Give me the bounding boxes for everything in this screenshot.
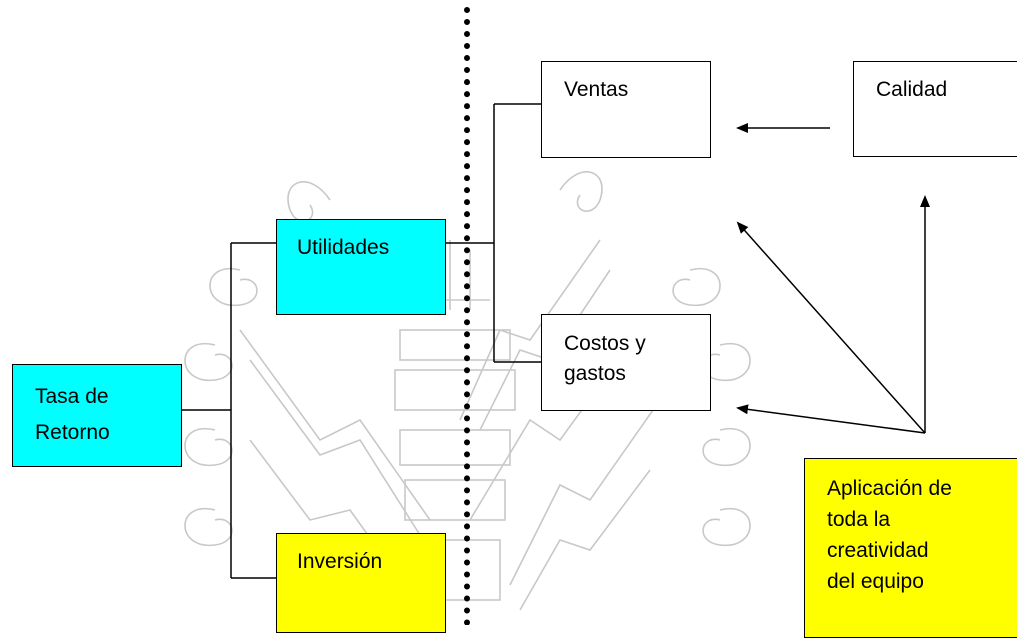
- watermark-spiral-right-lower: [702, 427, 751, 466]
- diagram-connectors: [182, 7, 930, 625]
- watermark-block-3: [399, 429, 511, 466]
- node-ventas: Ventas: [541, 61, 711, 158]
- watermark-stroke-2: [249, 359, 421, 536]
- node-label-costos: Costos y gastos: [564, 332, 646, 385]
- watermark-glyph-2: [559, 171, 603, 212]
- node-label-inversion: Inversión: [297, 550, 383, 573]
- watermark-spiral-left-bottom: [184, 507, 233, 546]
- node-aplicacion-creatividad: Aplicación de toda la creatividad del eq…: [804, 458, 1017, 638]
- node-tasa-de-retorno: Tasa de Retorno: [12, 364, 182, 467]
- node-utilidades: Utilidades: [276, 219, 446, 315]
- watermark-spiral-right-bottom: [702, 507, 751, 546]
- arrow-aplicacion-to-costos: [736, 404, 926, 434]
- watermark-stroke-1: [239, 329, 431, 521]
- watermark-block-4: [404, 479, 506, 521]
- node-label-aplicacion: Aplicación de toda la creatividad del eq…: [827, 477, 952, 593]
- node-label-ventas: Ventas: [564, 78, 629, 101]
- node-calidad: Calidad: [853, 61, 1017, 157]
- watermark-spiral-left-upper: [209, 267, 258, 306]
- watermark-block-1: [399, 329, 511, 361]
- watermark-stroke-4: [459, 239, 601, 421]
- watermark-stroke-8: [519, 469, 651, 611]
- node-label-calidad: Calidad: [876, 78, 948, 101]
- watermark-spiral-right-upper: [672, 267, 721, 306]
- arrow-aplicacion-to-gap: [736, 221, 926, 434]
- watermark-spiral-left-lower: [184, 427, 233, 466]
- node-inversion: Inversión: [276, 533, 446, 633]
- node-label-tasa: Tasa de Retorno: [35, 385, 110, 444]
- node-label-utilidades: Utilidades: [297, 236, 390, 259]
- watermark-glyph-3: [287, 181, 331, 222]
- watermark-spiral-left-middle: [184, 342, 233, 381]
- watermark-stroke-7: [509, 399, 661, 586]
- node-costos-y-gastos: Costos y gastos: [541, 314, 711, 411]
- watermark-block-2: [394, 369, 516, 411]
